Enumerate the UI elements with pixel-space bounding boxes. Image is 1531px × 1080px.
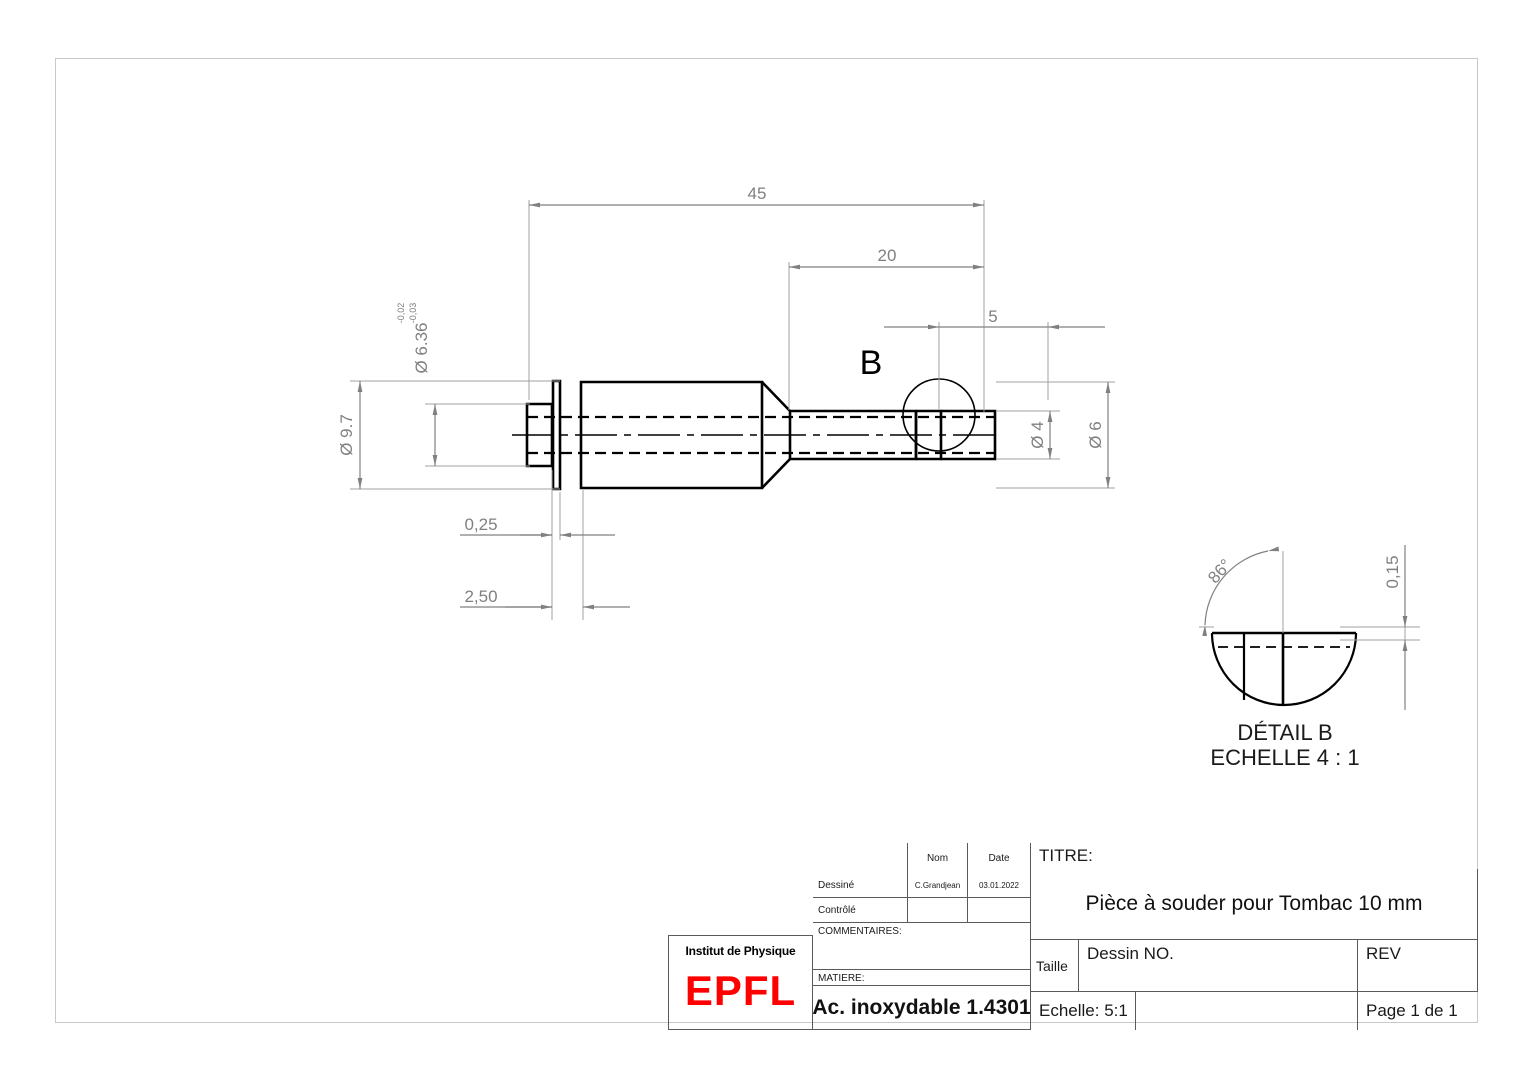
dim-detail-thickness: 0,15 <box>1383 555 1402 588</box>
dim-shank-length: 20 <box>878 246 897 265</box>
logo-box: Institut de Physique EPFL <box>668 935 813 1030</box>
dim-overall-length: 45 <box>748 184 767 203</box>
matiere-value: Ac. inoxydable 1.4301 <box>813 986 1031 1030</box>
institute-label: Institut de Physique <box>685 944 796 958</box>
dim-flange-thickness: 2,50 <box>464 587 497 606</box>
hidden-bore-lines <box>527 415 995 455</box>
dim-neck-tol-upper: -0,02 <box>396 303 406 324</box>
th-nom: Nom <box>908 843 968 873</box>
row-controle-label: Contrôlé <box>813 898 908 923</box>
dim-body-dia: Ø 6 <box>1086 421 1105 448</box>
matiere-label: MATIERE: <box>813 970 1031 986</box>
th-blank <box>813 843 908 873</box>
detail-b-view: 86° 0,15 DÉTAIL B ECHELLE 4 : 1 <box>1199 545 1420 770</box>
row-dessine-date: 03.01.2022 <box>968 873 1031 898</box>
dim-neck-dia: Ø 6.36 <box>412 322 431 373</box>
th-date: Date <box>968 843 1031 873</box>
detail-b-scale: ECHELLE 4 : 1 <box>1210 745 1359 770</box>
detail-b-title: DÉTAIL B <box>1237 720 1332 745</box>
dim-tip-length: 5 <box>988 307 997 326</box>
row-controle-date <box>968 898 1031 923</box>
dim-shank-dia: Ø 4 <box>1028 421 1047 448</box>
dessin-no-label: Dessin NO. <box>1079 940 1358 992</box>
titre-value: Pièce à souder pour Tombac 10 mm <box>1031 869 1478 940</box>
detail-callout-label: B <box>860 344 883 382</box>
dim-neck-tol-lower: -0,03 <box>408 303 418 324</box>
dim-washer-thickness: 0,25 <box>464 515 497 534</box>
sheet-border <box>55 58 1478 1023</box>
echelle-label: Echelle: 5:1 <box>1031 992 1136 1030</box>
titre-label: TITRE: <box>1039 846 1093 865</box>
page-label: Page 1 de 1 <box>1366 1001 1458 1020</box>
extension-lines <box>350 200 1115 620</box>
comments-label: COMMENTAIRES: <box>813 923 1031 970</box>
row-dessine-label: Dessiné <box>813 873 908 898</box>
echelle-extra <box>1136 992 1358 1030</box>
epfl-logo: EPFL <box>684 967 797 1014</box>
rev-label: REV <box>1358 940 1478 992</box>
dim-detail-angle: 86° <box>1204 555 1235 587</box>
row-controle-nom <box>908 898 968 923</box>
dimension-lines <box>357 202 1111 610</box>
taille-label: Taille <box>1031 940 1079 992</box>
row-dessine-nom: C.Grandjean <box>908 873 968 898</box>
dim-flange-dia: Ø 9.7 <box>337 414 356 456</box>
